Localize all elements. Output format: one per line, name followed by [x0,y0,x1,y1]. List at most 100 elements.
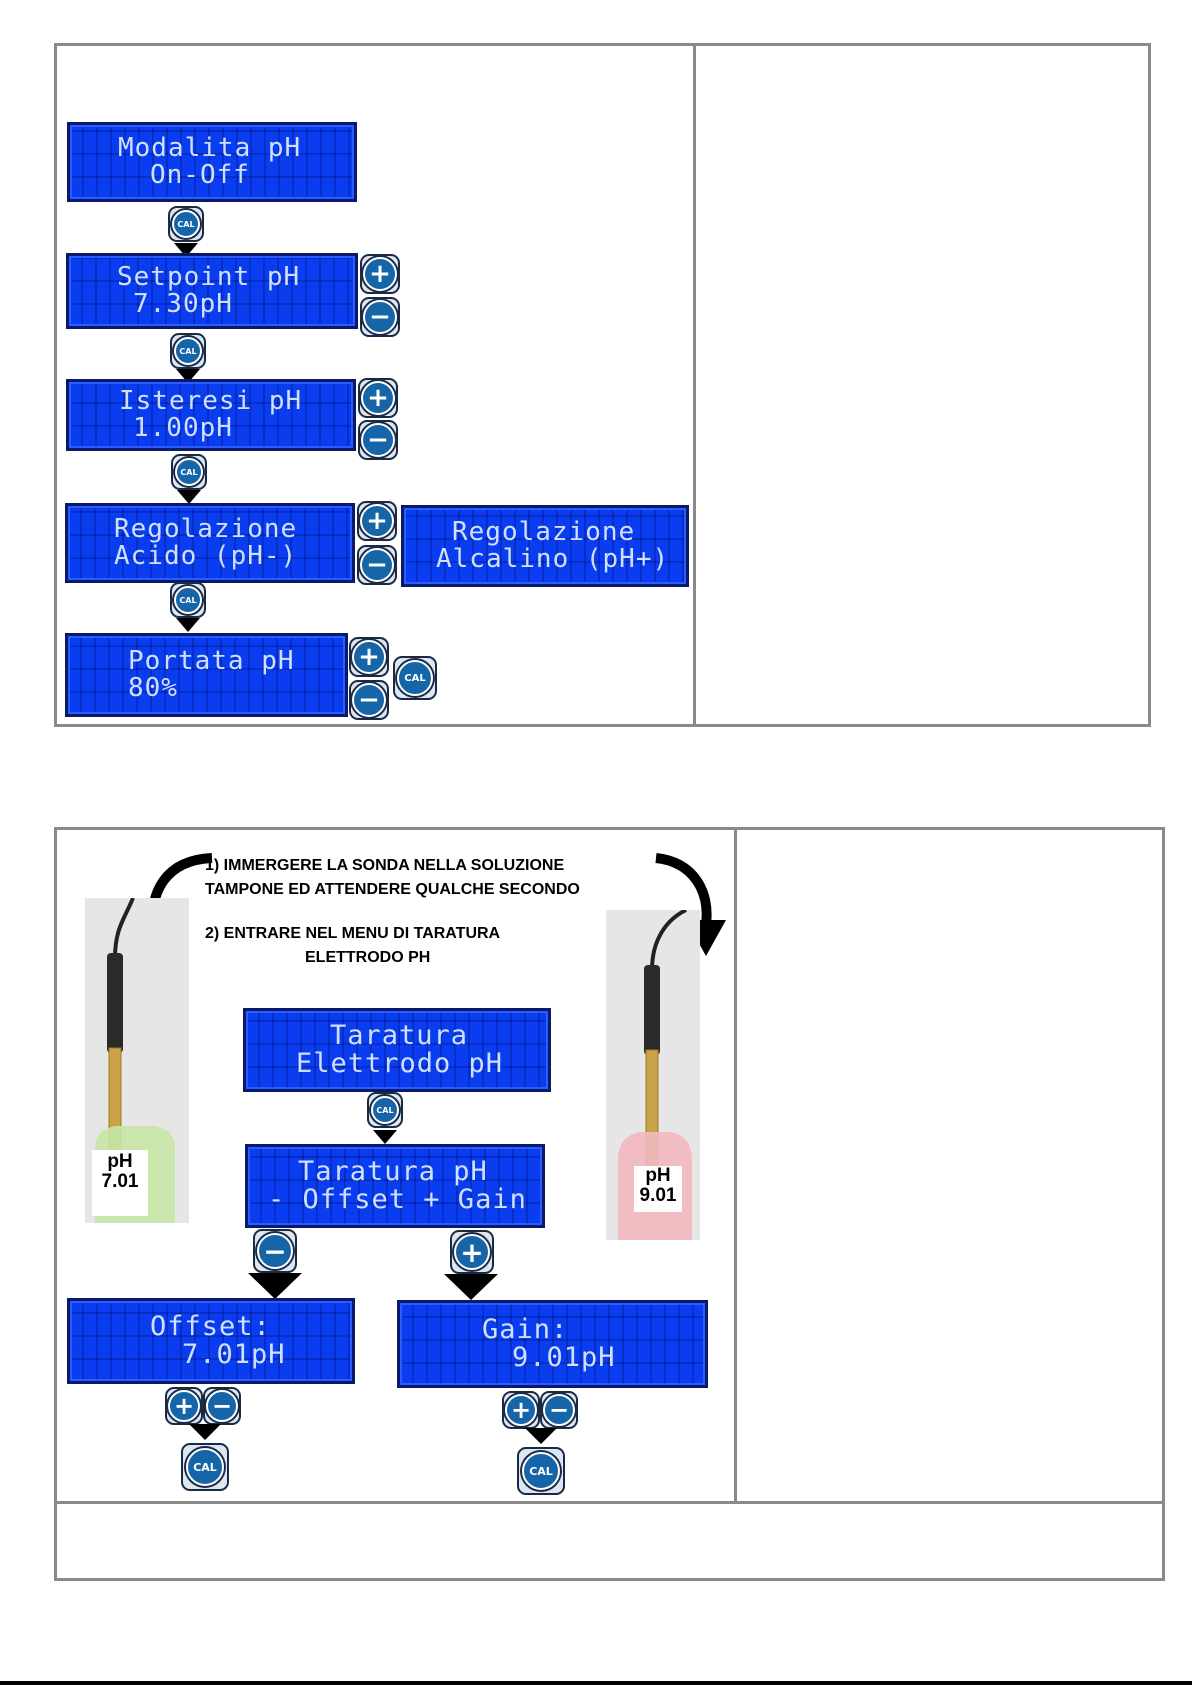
plus-button[interactable]: + [360,254,400,294]
lcd-line: Setpoint pH [117,261,301,292]
cal-button[interactable]: CAL [171,454,207,490]
lcd-mode: Modalita pH On-Off [67,122,357,202]
cal-label: CAL [404,672,426,684]
lcd-line: Isteresi pH [119,385,303,416]
plus-icon: + [361,381,395,415]
minus-button[interactable]: − [349,680,389,720]
lcd-line: 7.01pH [182,1339,286,1370]
lcd-line: - Offset + Gain [268,1184,527,1215]
cal-label: CAL [376,1105,394,1115]
lcd-line: 80% [128,673,178,703]
cal-icon: CAL [397,660,433,696]
lcd-line: Alcalino (pH+) [436,544,670,574]
plus-icon: + [168,1390,200,1422]
lcd-line: Offset: [150,1310,271,1342]
minus-icon: − [361,423,395,457]
lcd-calibration: Taratura Elettrodo pH [243,1008,551,1092]
buffer-label-line: 7.01 [101,1171,139,1192]
cal-icon: CAL [186,1448,224,1486]
down-arrow-icon [176,618,200,632]
cal-button[interactable]: CAL [393,656,437,700]
plus-label: + [510,1396,532,1424]
plus-label: + [358,642,380,672]
cal-label: CAL [177,219,195,229]
plus-button[interactable]: + [165,1387,203,1425]
cal-icon: CAL [371,1096,399,1124]
plus-button[interactable]: + [357,501,397,541]
lcd-offset: Offset: 7.01pH [67,1298,355,1384]
lcd-setpoint: Setpoint pH 7.30pH [66,253,358,329]
down-arrow-icon [373,1130,397,1144]
cal-label: CAL [180,467,198,477]
minus-icon: − [360,548,394,582]
instruction-line: 2) ENTRARE NEL MENU DI TARATURA [205,925,501,942]
minus-icon: − [352,683,386,717]
bottom-panel-frame [54,827,1165,1581]
lcd-line: On-Off [150,160,250,190]
cal-icon: CAL [174,586,202,614]
minus-label: − [367,425,389,455]
instruction-line: TAMPONE ED ATTENDERE QUALCHE SECONDO [205,881,580,898]
bottom-panel-divider-vertical [734,827,737,1503]
cal-label: CAL [529,1464,553,1478]
cal-label: CAL [179,346,197,356]
plus-label: + [367,383,389,413]
cal-icon: CAL [172,210,200,238]
down-arrow-icon [177,490,201,504]
instruction-line: 1) IMMERGERE LA SONDA NELLA SOLUZIONE [205,857,565,874]
plus-icon: + [360,504,394,538]
lcd-regulation-acid: Regolazione Acido (pH-) [65,503,355,583]
minus-button[interactable]: − [357,545,397,585]
plus-button[interactable]: + [502,1391,540,1429]
minus-button[interactable]: − [358,420,398,460]
cal-button[interactable]: CAL [170,582,206,618]
minus-icon: − [206,1390,238,1422]
cal-label: CAL [193,1460,217,1474]
plus-button[interactable]: + [358,378,398,418]
plus-button[interactable]: + [450,1230,494,1274]
minus-icon: − [257,1233,293,1269]
instruction-step-2: 2) ENTRARE NEL MENU DI TARATURA ELETTROD… [205,922,605,970]
cal-icon: CAL [174,337,202,365]
down-arrow-icon [525,1428,557,1444]
minus-icon: − [543,1394,575,1426]
lcd-line: 9.01pH [512,1342,616,1373]
lcd-line: Modalita pH [118,132,302,163]
minus-label: − [263,1234,287,1268]
lcd-hysteresis: Isteresi pH 1.00pH [66,379,356,451]
minus-button[interactable]: − [253,1229,297,1273]
lcd-line: Acido (pH-) [114,541,298,571]
cal-button[interactable]: CAL [517,1447,565,1495]
lcd-calibration-ph: Taratura pH - Offset + Gain [245,1144,545,1228]
lcd-line: Elettrodo pH [296,1048,504,1079]
plus-button[interactable]: + [349,637,389,677]
cal-button[interactable]: CAL [168,206,204,242]
buffer-bottle-ph9-image [606,910,700,1240]
cal-button[interactable]: CAL [181,1443,229,1491]
lcd-line: 1.00pH [133,413,233,443]
minus-label: − [369,302,391,332]
buffer-label-line: 9.01 [639,1185,677,1206]
minus-button[interactable]: − [540,1391,578,1429]
buffer-label-line: pH [107,1151,133,1172]
minus-label: − [358,685,380,715]
minus-label: − [366,550,388,580]
minus-button[interactable]: − [203,1387,241,1425]
buffer-label-ph7: pH 7.01 [92,1150,148,1216]
cal-button[interactable]: CAL [367,1092,403,1128]
plus-icon: + [505,1394,537,1426]
plus-label: + [366,506,388,536]
lcd-line: Regolazione [452,516,636,547]
cal-label: CAL [179,595,197,605]
lcd-flow: Portata pH 80% [65,633,348,717]
page-bottom-rule [0,1681,1192,1685]
lcd-line: Taratura [330,1019,469,1051]
cal-button[interactable]: CAL [170,333,206,369]
top-panel-divider [693,43,696,727]
lcd-line: Portata pH [128,645,295,676]
minus-button[interactable]: − [360,297,400,337]
down-arrow-icon [248,1273,302,1299]
instruction-step-1: 1) IMMERGERE LA SONDA NELLA SOLUZIONE TA… [205,854,665,902]
top-panel-frame [54,43,1151,727]
minus-icon: − [363,300,397,334]
